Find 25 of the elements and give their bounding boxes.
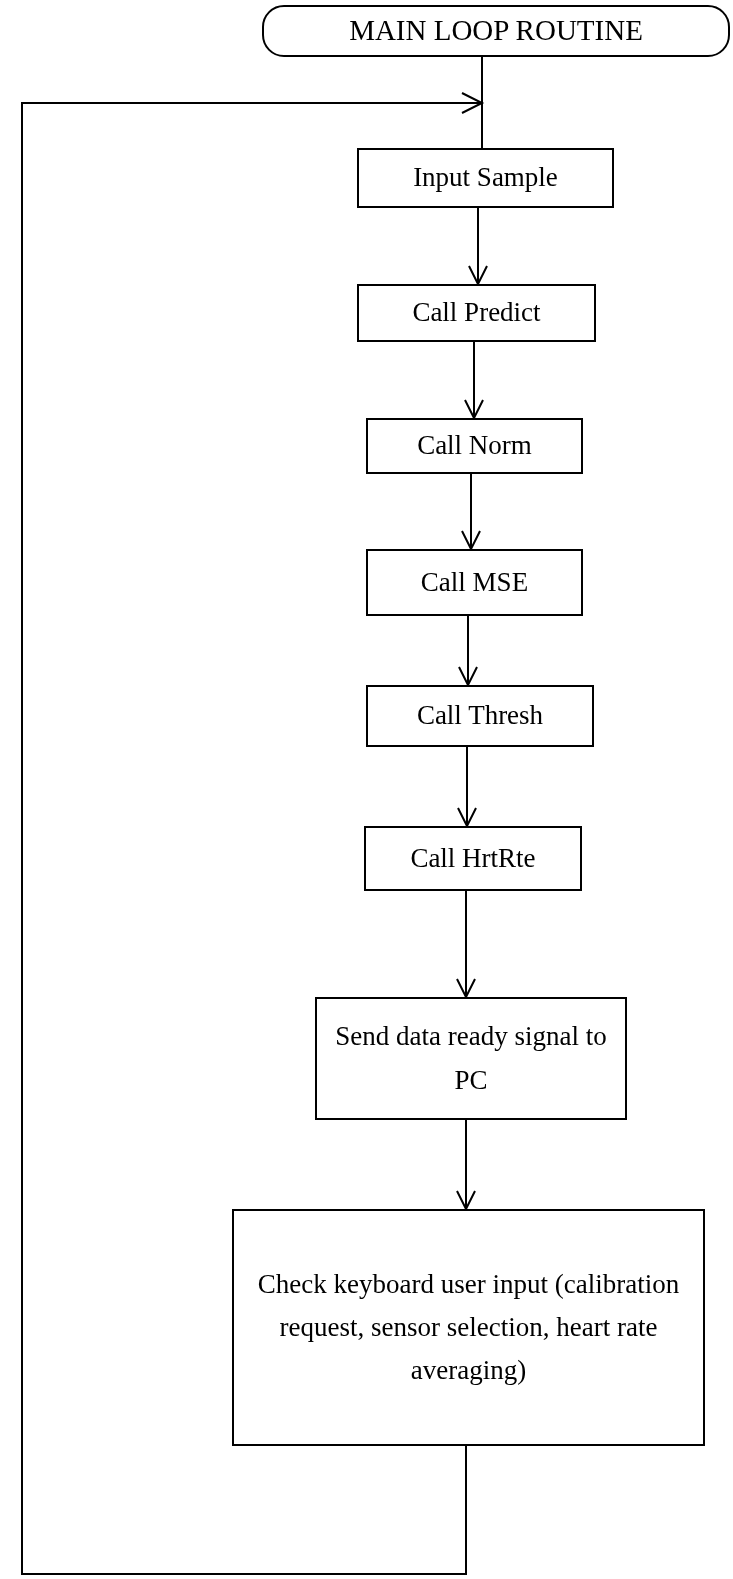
box-label: MAIN LOOP ROUTINE (349, 13, 643, 49)
arrow (456, 890, 476, 998)
process-box (357, 284, 596, 342)
process-box (364, 826, 582, 891)
arrow (458, 615, 478, 686)
process-box (357, 148, 614, 208)
box-label: Check keyboard user input (calibration request, sensor selection, heart rate averaging) (256, 1267, 681, 1388)
box-label: Call Norm (417, 429, 532, 463)
box-label: Call HrtRte (410, 841, 536, 875)
box-label: Input Sample (413, 161, 558, 195)
box-label: Call Thresh (416, 699, 544, 733)
process-box (315, 997, 627, 1120)
box-label: Call MSE (420, 565, 529, 599)
process-box (366, 549, 583, 616)
process-box (366, 418, 583, 474)
terminal-box (262, 5, 730, 57)
process-box (232, 1209, 705, 1446)
process-box (366, 685, 594, 747)
arrow (456, 1119, 476, 1210)
arrow (461, 473, 481, 550)
box-label: Send data ready signal to PC (334, 1020, 608, 1097)
box-label: Call Predict (412, 296, 541, 330)
arrow (464, 341, 484, 419)
arrow (468, 207, 488, 285)
arrow (457, 746, 477, 827)
